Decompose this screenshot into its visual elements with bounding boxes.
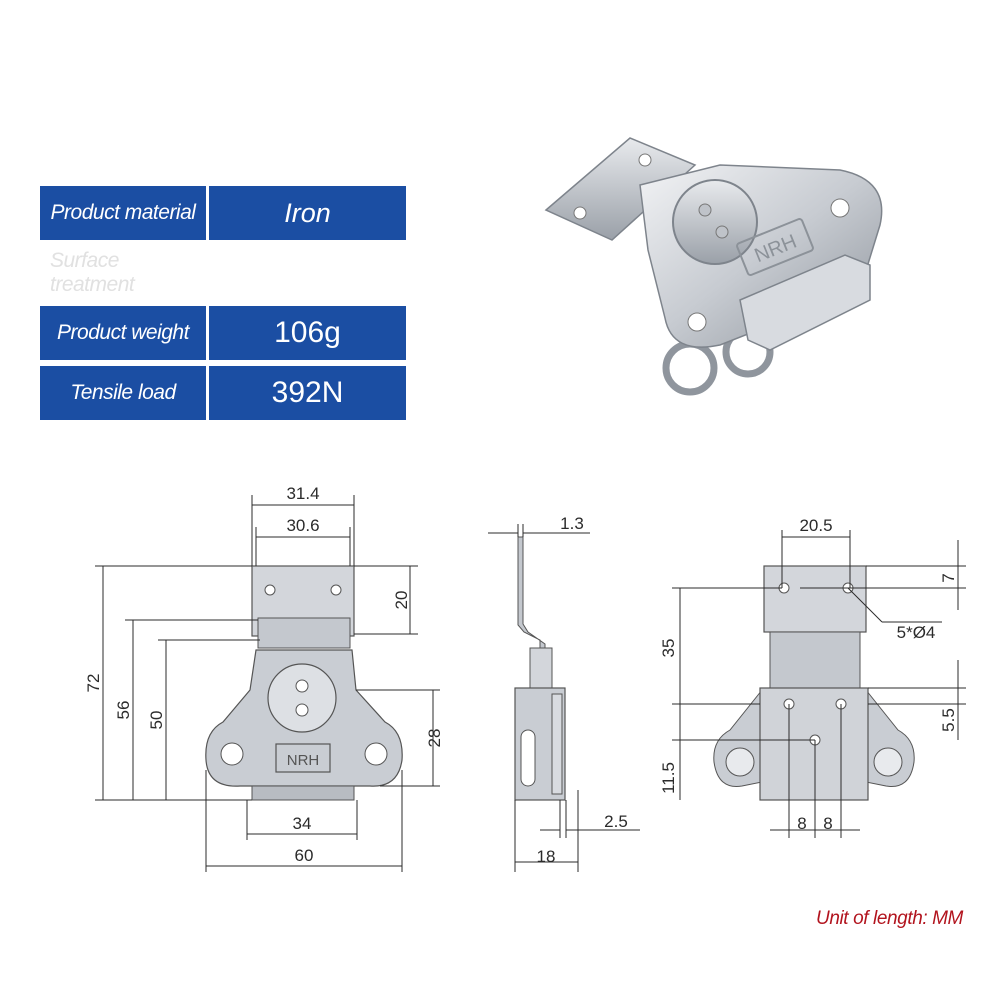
side-upper (529, 647, 553, 689)
spec-table: Product material Iron Surface treatment … (40, 186, 406, 420)
butterfly-handle (672, 179, 758, 265)
front-handle (267, 663, 337, 733)
hole (638, 153, 652, 167)
dim-label: 56 (114, 701, 133, 720)
front-bottom-strip (251, 785, 355, 801)
logo-plate (275, 743, 331, 773)
spec-value (209, 246, 406, 300)
spec-label: Tensile load (40, 366, 206, 420)
side-slot (520, 729, 536, 787)
hole (573, 206, 587, 220)
spec-label: Surface treatment (40, 246, 206, 300)
catch-cylinder (739, 254, 871, 351)
product-photo: NRH (544, 137, 883, 396)
rivet (715, 225, 729, 239)
back-spring-right (873, 747, 903, 777)
rivet (698, 203, 712, 217)
dim-label: 2.5 (604, 812, 628, 831)
dim-label: 28 (425, 729, 444, 748)
front-hinge (257, 617, 351, 649)
spec-value: Iron (209, 186, 406, 240)
back-top-plate (763, 565, 867, 633)
dim-label: 50 (147, 711, 166, 730)
spec-value: 106g (209, 306, 406, 360)
side-view: 1.3 2.5 18 (488, 514, 640, 872)
product-logo: NRH (287, 752, 320, 769)
side-cylinder (551, 693, 563, 795)
hole (264, 584, 276, 596)
rivet (295, 679, 309, 693)
dim-label: 5.5 (939, 708, 958, 732)
spec-row-surface: Surface treatment (40, 246, 406, 300)
unit-note: Unit of length: MM (816, 908, 963, 929)
hole (830, 198, 850, 218)
dim-label: 20.5 (799, 516, 832, 535)
dim-label: 11.5 (659, 762, 678, 794)
spec-value: 392N (209, 366, 406, 420)
front-view: NRH (84, 484, 444, 872)
dim-label: 35 (659, 639, 678, 658)
spec-label: Product material (40, 186, 206, 240)
spec-row-weight: Product weight 106g (40, 306, 406, 360)
dim-label: 5*Ø4 (897, 623, 936, 642)
hole (364, 742, 388, 766)
dim-label: 1.3 (560, 514, 584, 533)
spec-row-tensile: Tensile load 392N (40, 366, 406, 420)
dim-label: 30.6 (286, 516, 319, 535)
hole (330, 584, 342, 596)
hole (687, 312, 707, 332)
dim-label: 72 (84, 674, 103, 693)
spec-label: Product weight (40, 306, 206, 360)
dim-label: 20 (392, 591, 411, 610)
dim-label: 31.4 (286, 484, 319, 503)
dim-label: 34 (293, 814, 312, 833)
back-view: 20.5 7 5*Ø4 35 5.5 11.5 8 8 (659, 516, 966, 838)
dim-label: 18 (537, 847, 556, 866)
back-hinge (769, 631, 861, 689)
dim-label: 8 (797, 814, 806, 833)
back-spring-left (725, 747, 755, 777)
rivet (295, 703, 309, 717)
dim-label: 8 (823, 814, 832, 833)
hole (220, 742, 244, 766)
dim-label: 7 (939, 573, 958, 582)
spec-row-material: Product material Iron (40, 186, 406, 240)
logo-plate (736, 218, 814, 276)
dim-label: 60 (295, 846, 314, 865)
